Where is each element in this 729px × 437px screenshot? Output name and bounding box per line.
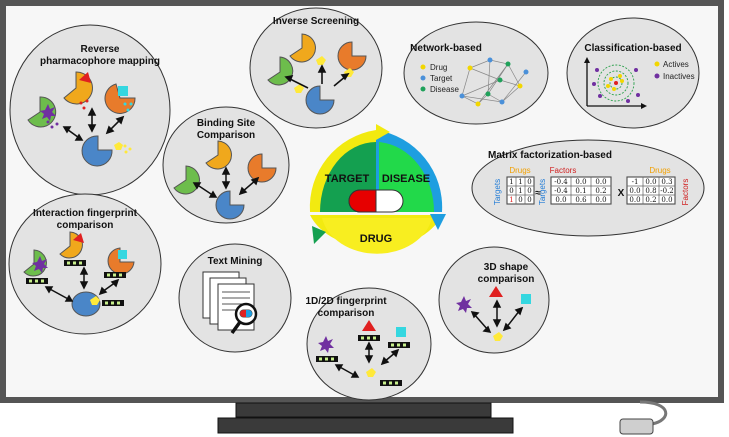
network-legend-drug: Drug [430, 63, 447, 72]
inverse-screening-title: Inverse Screening [273, 16, 359, 27]
matrix-targets-label-2: Targets [538, 179, 547, 205]
matrix-1-value: 1 [518, 187, 522, 195]
network-legend-drug-swatch [420, 64, 426, 70]
binding-site-panel: Binding Site Comparison [162, 106, 290, 224]
shape-3d-panel: 3D shape comparison [438, 246, 550, 354]
interaction-fingerprint-panel: Interaction fingerprint comparison [8, 193, 162, 335]
matrix-approx-sign: ≈ [535, 188, 541, 199]
matrix-2-value: 0.0 [575, 178, 586, 186]
matrix-3-value: -1 [632, 178, 639, 186]
text-mining-title: Text Mining [208, 256, 263, 267]
fingerprint-1d2d-panel: 1D/2D fingerprint comparison [305, 287, 432, 401]
board-stand-base [217, 417, 514, 434]
fingerprint-1d2d-title-2: comparison [318, 308, 375, 319]
classification-panel: Classification-based Actives Inactives [566, 17, 700, 129]
matrix-2-value: 0.0 [595, 178, 606, 186]
matrix-3-value: 0.8 [645, 187, 656, 195]
matrix-3-value: 0.3 [661, 178, 672, 186]
inactives-label: Inactives [663, 72, 695, 81]
matrix-1-value: 0 [527, 178, 531, 186]
central-wheel: TARGET DISEASE DRUG [309, 124, 446, 254]
matrix-1-cell [524, 194, 535, 205]
inactives-swatch [654, 73, 660, 79]
fingerprint-1d2d-title-1: 1D/2D fingerprint [305, 296, 387, 307]
interaction-fingerprint-title-2: comparison [57, 220, 114, 231]
network-based-panel: Network-based Drug Target Disease [403, 21, 549, 125]
matrix-2-cell [590, 194, 612, 205]
matrix-3-cell [658, 194, 676, 205]
matrix-targets-label-1: Targets [493, 179, 502, 205]
matrix-2-value: 0.0 [595, 196, 606, 204]
network-legend-target-swatch [420, 75, 426, 81]
center-drug-label: DRUG [360, 233, 392, 245]
inverse-screening-panel: Inverse Screening [249, 7, 383, 129]
actives-label: Actives [663, 60, 689, 69]
matrix-3-value: 0.0 [629, 196, 640, 204]
network-legend-target: Target [430, 74, 453, 83]
matrix-drugs-label-2: Drugs [649, 166, 670, 175]
reverse-pharmacophore-title-1: Reverse [81, 44, 120, 55]
board-cable [639, 400, 668, 426]
binding-site-title-1: Binding Site [197, 118, 256, 129]
matrix-1-value: 1 [509, 178, 513, 186]
text-mining-panel: Text Mining [178, 243, 292, 353]
network-legend-disease: Disease [430, 85, 459, 94]
network-legend-disease-swatch [420, 86, 426, 92]
matrix-1-value: 0 [527, 187, 531, 195]
matrix-title: Matrix factorization-based [488, 150, 612, 161]
reverse-pharmacophore-panel: Reverse pharmacophore mapping [9, 24, 171, 196]
matrix-2-value: -0.4 [554, 178, 568, 186]
shape-3d-title-1: 3D shape [484, 262, 529, 273]
board-plug [619, 418, 654, 435]
matrix-2-value: 0.6 [575, 196, 587, 204]
matrix-2-value: -0.4 [554, 187, 568, 195]
matrix-1-value: 0 [518, 196, 522, 204]
classification-title: Classification-based [584, 43, 681, 54]
matrix-factors-label-1: Factors [550, 166, 577, 175]
matrix-2-value: 0.2 [595, 187, 606, 195]
matrix-1-frame [506, 176, 535, 205]
matrix-3-value: -0.2 [660, 187, 674, 195]
matrix-2-value: 0.1 [575, 187, 586, 195]
binding-site-title-2: Comparison [197, 130, 255, 141]
matrix-factorization-panel: Matrix factorization-based Drugs Factors… [471, 139, 705, 237]
matrix-1-value: 1 [518, 178, 522, 186]
matrix-times-sign: X [618, 188, 625, 199]
matrix-3-value: 0.0 [645, 178, 656, 186]
shape-3d-title-2: comparison [478, 274, 535, 285]
matrix-1-value: 0 [509, 187, 513, 195]
matrix-2-value: 0.0 [555, 196, 566, 204]
matrix-1-value: 1 [509, 196, 513, 204]
reverse-pharmacophore-title-2: pharmacophore mapping [40, 56, 160, 67]
interaction-fingerprint-title-1: Interaction fingerprint [33, 208, 138, 219]
board-stand-top [235, 402, 492, 418]
actives-swatch [654, 61, 660, 67]
matrix-3-value: 0.0 [661, 196, 672, 204]
matrix-3-value: 0.2 [645, 196, 656, 204]
matrix-drugs-label-1: Drugs [509, 166, 530, 175]
network-title: Network-based [410, 43, 482, 54]
matrix-factors-label-2: Factors [681, 179, 690, 206]
center-target-label: TARGET [325, 173, 370, 185]
matrix-3-value: 0.0 [629, 187, 640, 195]
center-disease-label: DISEASE [382, 173, 430, 185]
matrix-1-value: 0 [527, 196, 531, 204]
